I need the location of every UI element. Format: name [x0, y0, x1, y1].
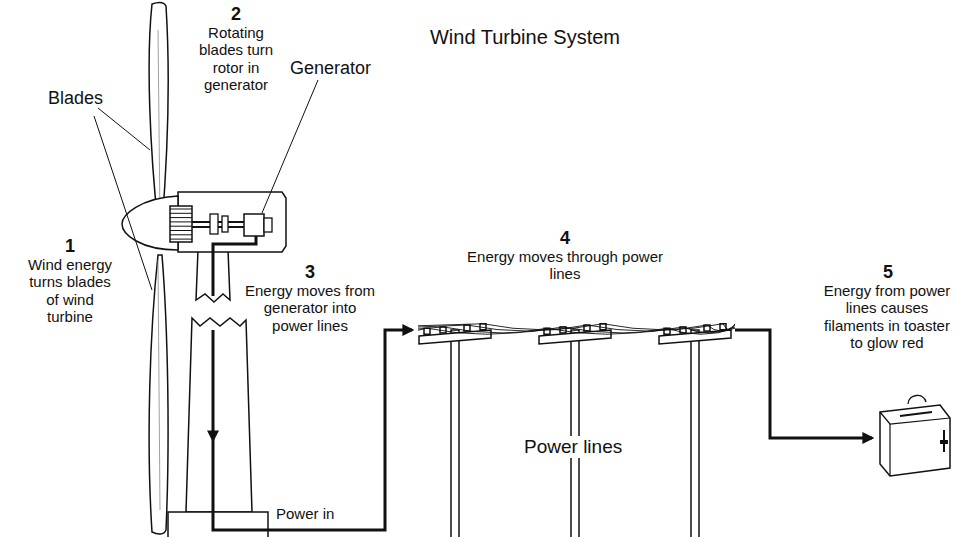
step-text: Wind energy turns blades of wind turbine [24, 256, 116, 325]
callout-number: 3 [305, 262, 315, 283]
callout-number: 2 [231, 4, 241, 25]
callout-number: 5 [883, 262, 893, 283]
callout-number: 1 [65, 236, 75, 257]
callout-number: 4 [560, 228, 570, 249]
part-label: Generator [290, 58, 371, 79]
step-text: Energy from power lines causes filaments… [820, 282, 954, 351]
part-label: Power lines [520, 436, 626, 458]
step-text: Rotating blades turn rotor in generator [184, 24, 288, 93]
part-label: Blades [48, 88, 103, 109]
part-label: Power in [272, 505, 338, 522]
diagram-title: Wind Turbine System [430, 26, 620, 49]
step-text: Energy moves from generator into power l… [244, 282, 376, 334]
step-text: Energy moves through power lines [465, 248, 665, 283]
